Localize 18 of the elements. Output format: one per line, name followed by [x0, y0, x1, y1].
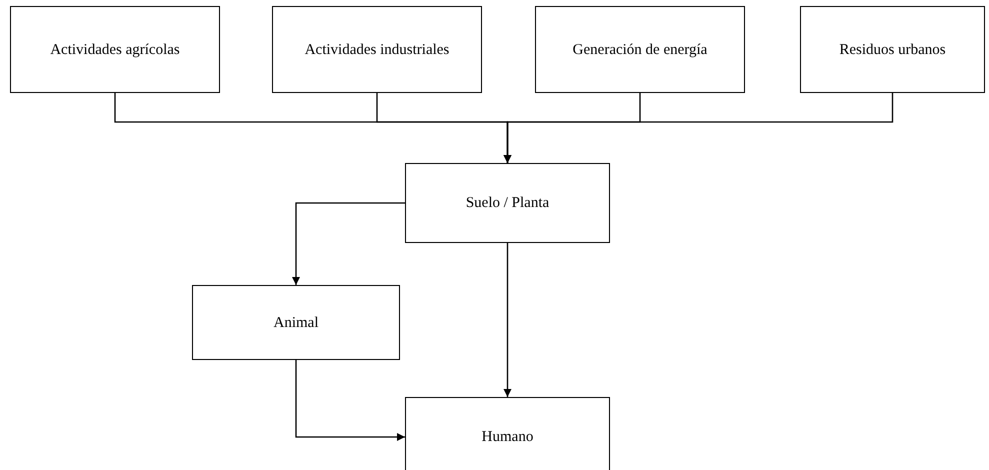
box-label: Suelo / Planta — [464, 194, 550, 212]
box-label: Generación de energía — [572, 40, 708, 58]
box-label: Actividades industriales — [304, 40, 450, 58]
process-box — [800, 6, 985, 93]
arrow — [292, 202, 405, 285]
process-box — [405, 397, 610, 470]
arrow — [504, 93, 894, 163]
box-label: Animal — [272, 314, 320, 332]
arrow — [295, 360, 405, 441]
process-box — [535, 6, 745, 93]
process-box — [192, 285, 400, 360]
process-box — [405, 163, 610, 243]
process-box — [10, 6, 220, 93]
box-label: Actividades agrícolas — [49, 40, 181, 58]
box-label: Humano — [480, 428, 534, 446]
box-label: Residuos urbanos — [838, 40, 947, 58]
arrow — [504, 243, 512, 397]
process-box — [272, 6, 482, 93]
